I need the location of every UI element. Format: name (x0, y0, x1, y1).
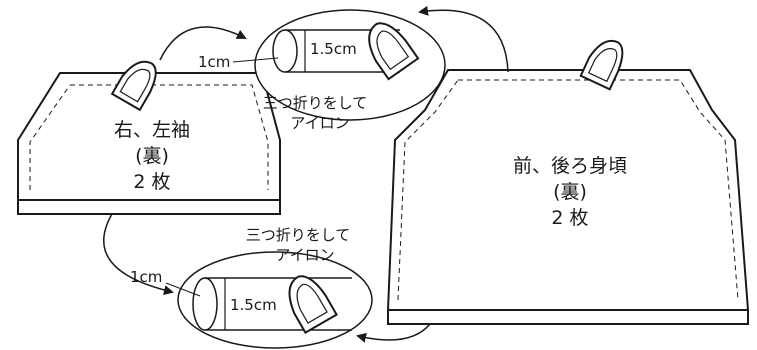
sleeve-panel: 右、左袖 (裏) 2 枚 (17, 60, 281, 215)
bottom-large-fold-label: 1.5cm (230, 296, 277, 314)
arrow-sleeve-to-top-callout (159, 26, 247, 61)
sleeve-hem-band (17, 199, 281, 215)
top-instruction-line1: 三つ折りをして (263, 94, 368, 112)
sleeve-panel-name: 右、左袖 (114, 119, 190, 141)
bottom-callout-bubble (177, 251, 373, 349)
top-instruction-line2: アイロン (290, 114, 349, 132)
top-small-fold-label: 1cm (198, 53, 230, 71)
body-panel-count: 2 枚 (551, 207, 588, 229)
body-hem-band (387, 309, 749, 325)
iron-icon (110, 60, 157, 112)
bottom-small-fold-label: 1cm (130, 268, 162, 286)
iron-icon (368, 22, 420, 81)
sleeve-panel-side: (裏) (135, 145, 169, 167)
bottom-instruction-line1: 三つ折りをして (246, 226, 351, 244)
bottom-instruction-line2: アイロン (275, 246, 334, 264)
iron-icon (288, 275, 338, 334)
arrow-body-to-bottom-callout (356, 323, 431, 343)
sleeve-panel-count: 2 枚 (133, 171, 170, 193)
iron-icon (579, 39, 624, 91)
top-large-fold-label: 1.5cm (310, 40, 357, 58)
body-panel-side: (裏) (553, 181, 587, 203)
arrow-sleeve-to-bottom-callout (103, 213, 174, 295)
bottom-callout: 1cm 1.5cm 三つ折りをして アイロン (103, 213, 431, 349)
body-panel-name: 前、後ろ身頃 (513, 155, 627, 177)
body-panel: 前、後ろ身頃 (裏) 2 枚 (386, 39, 750, 325)
top-callout: 1cm 1.5cm 三つ折りをして アイロン (159, 5, 509, 132)
arrow-top-callout-to-body (418, 5, 509, 73)
